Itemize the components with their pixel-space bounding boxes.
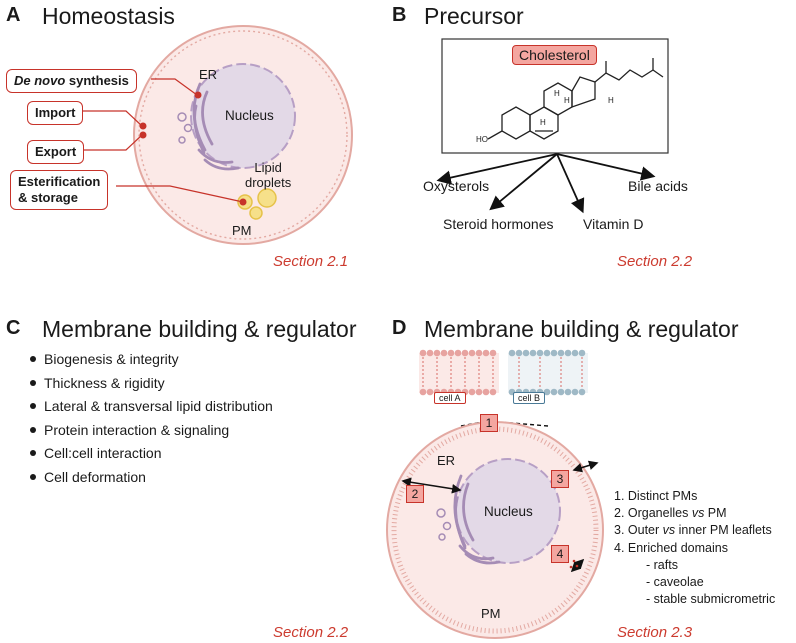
ho-label: HO <box>476 135 488 144</box>
list-text: 1. Distinct PMs <box>614 489 698 503</box>
list-text: PM <box>704 506 727 521</box>
oxysterols-label: Oxysterols <box>423 178 490 194</box>
panel-d-title: Membrane building & regulator <box>424 316 739 342</box>
panel-b-arrows <box>436 153 656 214</box>
de-novo-rest: synthesis <box>65 73 129 88</box>
panel-a-er-label: ER <box>199 67 218 82</box>
panel-c-item: Cell deformation <box>30 468 273 492</box>
panel-d-pm-label: PM <box>481 606 501 621</box>
panel-d-list-subitem: - rafts <box>614 557 775 574</box>
panel-b-letter: B <box>392 4 407 26</box>
panel-c-item: Thickness & rigidity <box>30 374 273 398</box>
panel-d-list-item: 1. Distinct PMs <box>614 488 775 505</box>
h-label-4: H <box>608 96 614 105</box>
marker-4: 4 <box>551 545 569 563</box>
esterification-line2: & storage <box>18 190 78 205</box>
lipid-label-line2: droplets <box>245 175 292 190</box>
list-text: inner PM leaflets <box>675 523 772 538</box>
bilayer-cell-a <box>419 349 499 396</box>
import-callout: Import <box>27 101 84 125</box>
panel-a-pm-label: PM <box>232 223 252 238</box>
panel-c-item: Protein interaction & signaling <box>30 421 273 445</box>
panel-d-letter: D <box>392 317 407 339</box>
panel-c-letter: C <box>6 317 21 339</box>
panel-a-er <box>192 82 240 171</box>
panel-d-list-subitem: - caveolae <box>614 574 775 591</box>
panel-c-item: Biogenesis & integrity <box>30 350 273 374</box>
panel-a-cell-membrane-inner <box>138 30 348 240</box>
esterification-line1: Esterification <box>18 174 101 189</box>
marker-2: 2 <box>406 485 424 503</box>
panel-d-list-item: 2. Organelles vs PM <box>614 505 775 522</box>
panel-d-cell-membrane-ticks <box>391 426 599 634</box>
panel-d-raft-domain <box>569 559 579 569</box>
panel-d-list: 1. Distinct PMs 2. Organelles vs PM 3. O… <box>614 488 775 608</box>
esterification-callout: Esterification& storage <box>10 170 109 210</box>
cell-b-tag: cell B <box>513 392 546 404</box>
panel-d-nucleus-label: Nucleus <box>484 504 533 519</box>
marker-3: 3 <box>551 470 569 488</box>
export-callout: Export <box>27 140 85 164</box>
cholesterol-label: Cholesterol <box>512 45 597 65</box>
cholesterol-structure <box>487 58 664 140</box>
panel-a-nucleus <box>190 63 296 169</box>
h-label-3: H <box>554 89 560 98</box>
panel-d-list-subitem: - stable submicrometric <box>614 591 775 608</box>
panel-d-vesicles <box>436 508 452 541</box>
list-italic: vs <box>662 523 676 538</box>
panel-d-section-ref: Section 2.3 <box>617 624 693 641</box>
panel-d-er-label: ER <box>437 453 456 468</box>
h-label-2: H <box>564 96 570 105</box>
de-novo-synthesis-callout: De novo synthesis <box>6 69 137 93</box>
cholesterol-atom-labels: HO H H H H <box>476 89 614 144</box>
panel-d-diagram <box>386 349 604 639</box>
panel-d-list-item: 4. Enriched domains <box>614 540 775 557</box>
list-text: - rafts <box>646 557 678 572</box>
list-text: 2. Organelles <box>614 506 692 521</box>
panel-c-title: Membrane building & regulator <box>42 316 357 342</box>
panel-c-list: Biogenesis & integrity Thickness & rigid… <box>30 350 273 491</box>
lipid-label-line1: Lipid <box>254 160 282 175</box>
panel-c-item: Cell:cell interaction <box>30 444 273 468</box>
vitamin-d-label: Vitamin D <box>583 216 644 232</box>
bile-acids-label: Bile acids <box>628 178 688 194</box>
list-text: - stable submicrometric <box>646 592 776 607</box>
bilayer-cell-b <box>508 349 588 396</box>
de-novo-italic: De novo <box>14 73 66 88</box>
panel-a-letter: A <box>6 4 21 26</box>
panel-a-callout-dots <box>139 91 247 206</box>
steroid-hormones-label: Steroid hormones <box>443 216 554 232</box>
panel-b-title: Precursor <box>424 3 524 29</box>
panel-a-section-ref: Section 2.1 <box>273 253 349 270</box>
h-label-1: H <box>540 118 546 127</box>
panel-a-title: Homeostasis <box>42 3 175 29</box>
list-text: 3. Outer <box>614 523 663 538</box>
panel-a-cell-diagram <box>80 25 353 245</box>
list-text: - caveolae <box>646 575 704 590</box>
list-italic: vs <box>691 506 705 521</box>
marker-1: 1 <box>480 414 498 432</box>
panel-b-section-ref: Section 2.2 <box>617 253 693 270</box>
panel-a-nucleus-label: Nucleus <box>225 108 274 123</box>
panel-c-section-ref: Section 2.2 <box>273 624 349 641</box>
panel-a-vesicles <box>177 112 193 144</box>
panel-a-callout-lines <box>80 78 244 203</box>
cell-a-tag: cell A <box>434 392 466 404</box>
panel-c-item: Lateral & transversal lipid distribution <box>30 397 273 421</box>
list-text: 4. Enriched domains <box>614 540 728 555</box>
panel-d-list-item: 3. Outer vs inner PM leaflets <box>614 522 775 539</box>
